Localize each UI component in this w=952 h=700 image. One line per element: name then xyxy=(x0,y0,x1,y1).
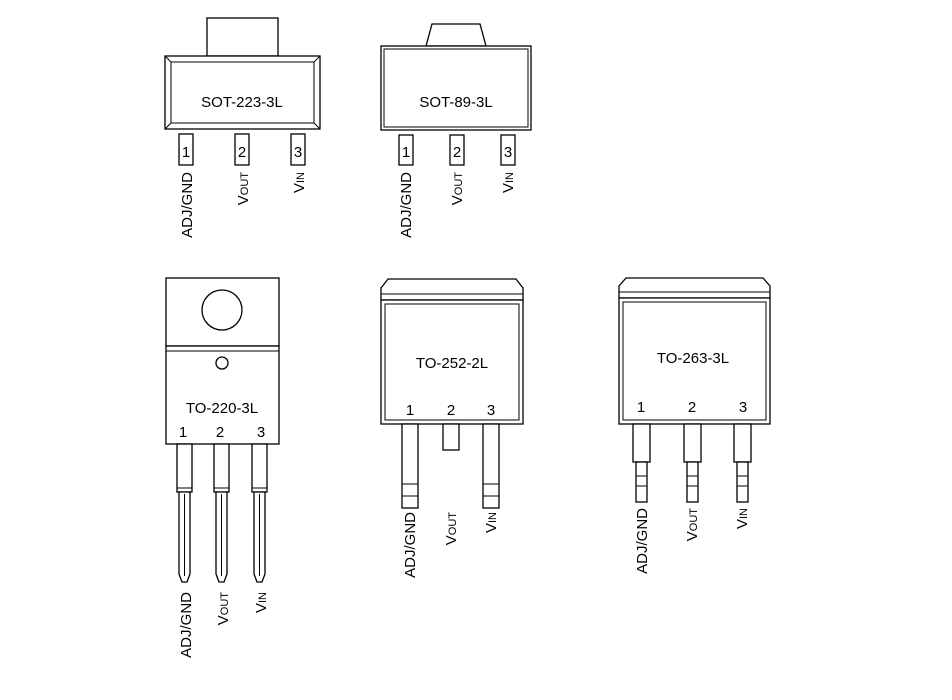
pin-number: 3 xyxy=(257,424,265,441)
sot89-lead-3 xyxy=(500,134,516,166)
to220-mount-hole xyxy=(201,289,243,331)
pin-number: 3 xyxy=(294,144,302,161)
package-sot-89: SOT-89-3L 1 2 3 ADJ/GND VOUT VIN xyxy=(380,23,532,238)
sot223-body xyxy=(164,55,321,130)
pin-number: 2 xyxy=(688,399,696,416)
pin-number: 3 xyxy=(504,144,512,161)
pin-number: 1 xyxy=(402,144,410,161)
pin-number: 2 xyxy=(238,144,246,161)
pin-number: 1 xyxy=(179,424,187,441)
signal-vin: VIN xyxy=(483,512,500,533)
package-name-to-263: TO-263-3L xyxy=(657,350,729,367)
pin-number: 2 xyxy=(216,424,224,441)
to263-lead-3 xyxy=(733,423,752,503)
signal-adj-gnd: ADJ/GND xyxy=(634,508,651,574)
sot223-lead-2 xyxy=(234,133,250,166)
package-name-to-220: TO-220-3L xyxy=(186,400,258,417)
to252-body-bevel xyxy=(384,303,520,421)
package-to-263: TO-263-3L 1 2 3 ADJ/GND VOUT VIN xyxy=(618,277,771,574)
pin-number: 1 xyxy=(182,144,190,161)
pin-number: 1 xyxy=(406,402,414,419)
sot89-lead-2 xyxy=(449,134,465,166)
signal-vin: VIN xyxy=(734,508,751,529)
to263-lead-2 xyxy=(683,423,702,503)
signal-adj-gnd: ADJ/GND xyxy=(402,512,419,578)
pin-number: 1 xyxy=(637,399,645,416)
package-to-252: TO-252-2L 1 2 3 ADJ/GND VOUT VIN xyxy=(380,278,524,578)
sot89-tab xyxy=(425,23,487,47)
sot223-tab xyxy=(206,17,279,57)
signal-vin: VIN xyxy=(500,172,517,193)
to220-lead-1 xyxy=(176,443,193,583)
to252-lead-2-stub xyxy=(442,423,460,451)
signal-vin: VIN xyxy=(291,172,308,193)
signal-vout: VOUT xyxy=(684,508,701,542)
to252-lead-3 xyxy=(482,423,500,509)
sot223-body-bevel xyxy=(170,61,315,124)
to220-lead-2 xyxy=(213,443,230,583)
to252-body xyxy=(380,299,524,425)
package-sot-223: SOT-223-3L 1 2 3 ADJ/GND VOUT VIN xyxy=(164,17,321,238)
signal-adj-gnd: ADJ/GND xyxy=(398,172,415,238)
to263-tab xyxy=(618,277,771,299)
signal-vin: VIN xyxy=(253,592,270,613)
signal-vout: VOUT xyxy=(235,172,252,206)
pin-number: 3 xyxy=(739,399,747,416)
sot223-lead-3 xyxy=(290,133,306,166)
package-name-to-252: TO-252-2L xyxy=(416,355,488,372)
pin-number: 2 xyxy=(447,402,455,419)
signal-vout: VOUT xyxy=(449,172,466,206)
pin-number: 2 xyxy=(453,144,461,161)
to263-lead-1 xyxy=(632,423,651,503)
to252-lead-1 xyxy=(401,423,419,509)
to263-body-bevel xyxy=(622,301,767,421)
to220-marker-dot xyxy=(215,356,229,370)
package-to-220: TO-220-3L 1 2 3 ADJ/GND VOUT VIN xyxy=(165,277,280,658)
package-name-sot-89: SOT-89-3L xyxy=(419,94,492,111)
to263-body xyxy=(618,297,771,425)
package-name-sot-223: SOT-223-3L xyxy=(201,94,283,111)
signal-adj-gnd: ADJ/GND xyxy=(178,592,195,658)
sot89-lead-1 xyxy=(398,134,414,166)
signal-vout: VOUT xyxy=(215,592,232,626)
to252-tab xyxy=(380,278,524,301)
sot223-lead-1 xyxy=(178,133,194,166)
sot89-body-bevel xyxy=(383,48,529,128)
to220-lead-3 xyxy=(251,443,268,583)
sot89-body xyxy=(380,45,532,131)
pin-number: 3 xyxy=(487,402,495,419)
signal-vout: VOUT xyxy=(443,512,460,546)
signal-adj-gnd: ADJ/GND xyxy=(179,172,196,238)
